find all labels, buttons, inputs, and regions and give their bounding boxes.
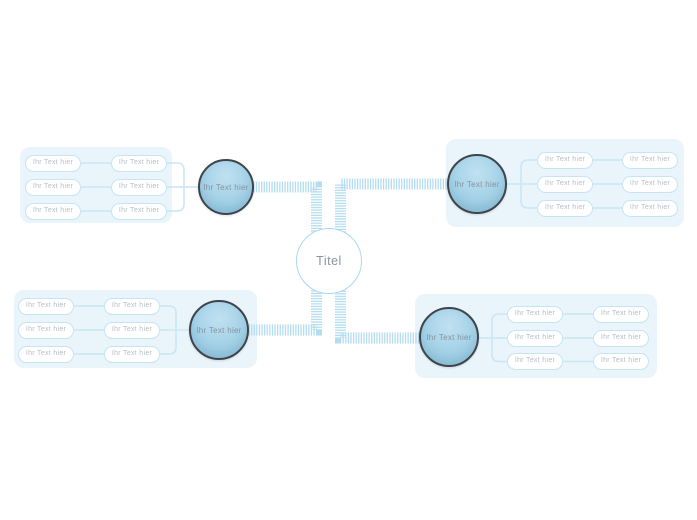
subtopic-pill[interactable]: Ihr Text hier [537, 199, 593, 217]
subtopic-pill[interactable]: Ihr Text hier [507, 353, 563, 370]
subtopic-pill[interactable]: Ihr Text hier [25, 202, 81, 220]
subtopic-pill[interactable]: Ihr Text hier [593, 329, 649, 347]
subtopic-pill[interactable]: Ihr Text hier [593, 353, 649, 370]
subtopic-pill[interactable]: Ihr Text hier [537, 151, 593, 169]
subtopic-pill[interactable]: Ihr Text hier [104, 321, 160, 339]
subtopic-pill[interactable]: Ihr Text hier [25, 178, 81, 196]
subtopic-pill[interactable]: Ihr Text hier [104, 297, 160, 315]
subtopic-pill[interactable]: Ihr Text hier [111, 202, 167, 220]
subtopic-pill[interactable]: Ihr Text hier [111, 154, 167, 172]
ribbon-connector-top-left [235, 181, 322, 240]
ribbon-connector-top-right [335, 178, 470, 240]
ribbon-connector-bottom-right [335, 284, 440, 344]
subtopic-pill[interactable]: Ihr Text hier [18, 297, 74, 315]
link-bottom-left-rows [73, 305, 105, 355]
subtopic-pill[interactable]: Ihr Text hier [537, 175, 593, 193]
subtopic-pill[interactable]: Ihr Text hier [111, 178, 167, 196]
subtopic-pill[interactable]: Ihr Text hier [25, 154, 81, 172]
link-top-right-rows [592, 159, 623, 209]
subtopic-pill[interactable]: Ihr Text hier [104, 345, 160, 363]
branch-node-top-left[interactable]: Ihr Text hier [198, 159, 254, 215]
subtopic-pill[interactable]: Ihr Text hier [593, 305, 649, 323]
subtopic-pill[interactable]: Ihr Text hier [507, 329, 563, 347]
subtopic-pill[interactable]: Ihr Text hier [622, 151, 678, 169]
link-bottom-right-rows [562, 313, 594, 363]
subtopic-pill[interactable]: Ihr Text hier [18, 321, 74, 339]
branch-node-bottom-left[interactable]: Ihr Text hier [189, 300, 249, 360]
subtopic-pill[interactable]: Ihr Text hier [507, 305, 563, 323]
subtopic-pill[interactable]: Ihr Text hier [622, 199, 678, 217]
subtopic-pill[interactable]: Ihr Text hier [622, 175, 678, 193]
subtopic-pill[interactable]: Ihr Text hier [18, 345, 74, 363]
ribbon-connector-bottom-left [238, 284, 322, 336]
branch-node-bottom-right[interactable]: Ihr Text hier [419, 307, 479, 367]
center-topic[interactable]: Titel [296, 228, 362, 294]
link-top-left-rows [80, 162, 112, 212]
branch-node-top-right[interactable]: Ihr Text hier [447, 154, 507, 214]
